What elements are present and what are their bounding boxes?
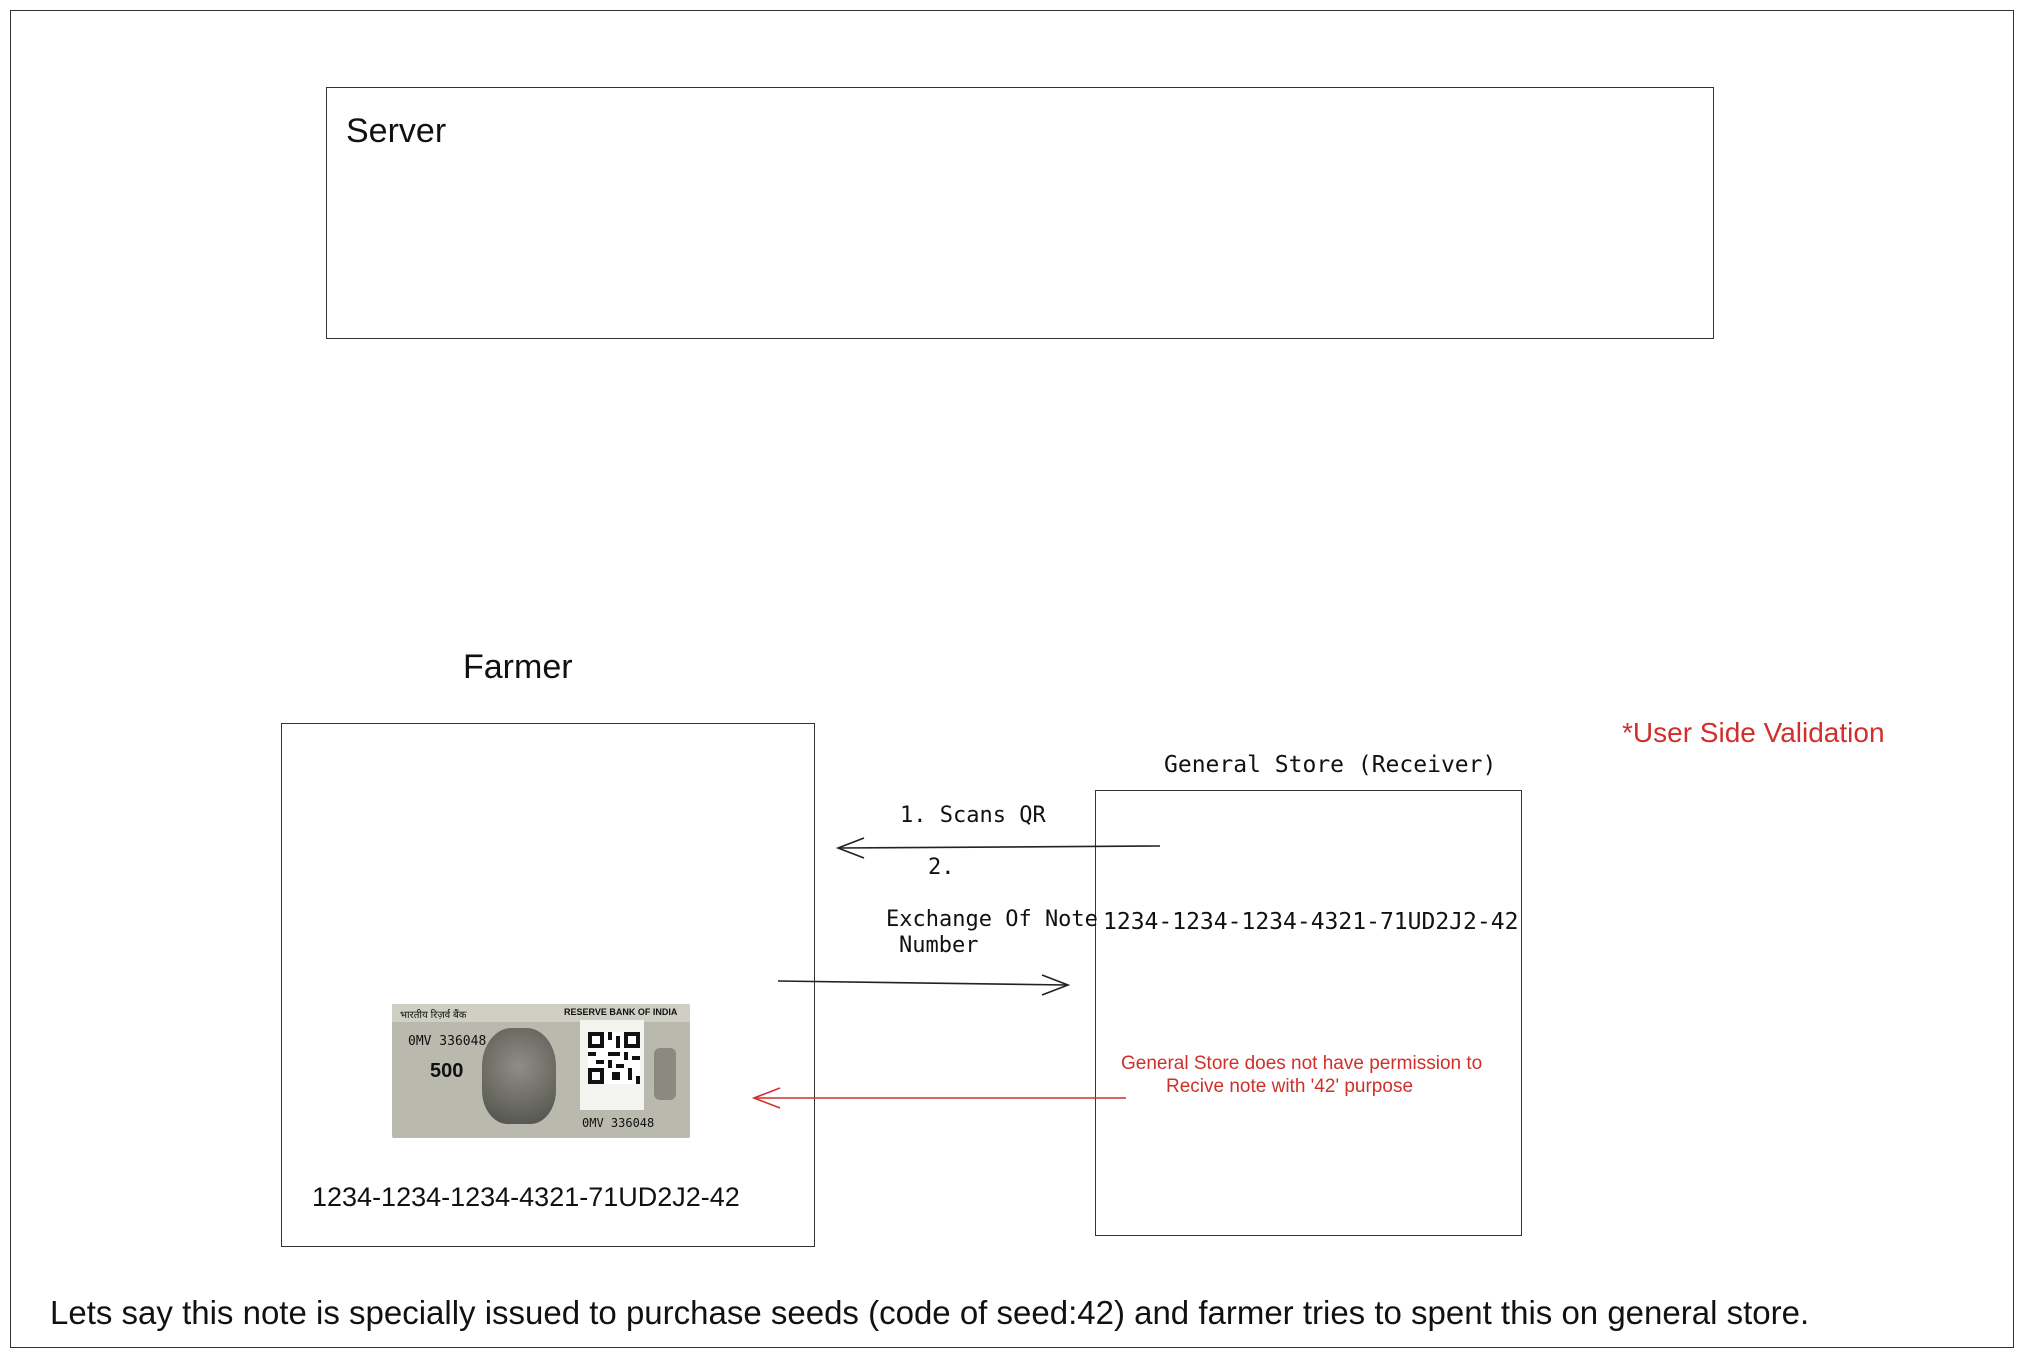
exchange-arrow [777,974,1071,996]
farmer-box [281,723,815,1247]
banknote-serial-bottom: 0MV 336048 [582,1116,655,1130]
diagram-frame [10,10,2014,1348]
store-title: General Store (Receiver) [1164,752,1497,778]
store-box [1095,790,1522,1236]
error-message-line1: General Store does not have permission t… [1121,1053,1483,1074]
step2-number: 2. [928,855,955,880]
store-note-number: 1234-1234-1234-4321-71UD2J2-42 [1103,909,1519,935]
banknote-portrait [482,1028,556,1124]
banknote-image: भारतीय रिज़र्व बैंक RESERVE BANK OF INDI… [392,1004,690,1138]
farmer-title: Farmer [463,648,573,686]
banknote-denomination: 500 [430,1060,464,1082]
rejection-arrow [751,1087,1126,1109]
banknote-serial-top: 0MV 336048 [408,1034,487,1049]
error-message-line2: Recive note with '42' purpose [1166,1076,1414,1097]
scan-qr-arrow [835,837,1161,859]
banknote-top-band [392,1004,690,1022]
step2-label-line1: Exchange Of Note [886,907,1098,932]
qr-code-icon [588,1032,640,1084]
banknote-bank-name: RESERVE BANK OF INDIA [564,1007,678,1017]
step2-label-line2: Number [899,933,979,958]
caption: Lets say this note is specially issued t… [50,1294,1810,1331]
validation-label: *User Side Validation [1622,717,1885,748]
banknote-hindi-text: भारतीय रिज़र्व बैंक [400,1010,467,1021]
banknote-emblem [654,1048,676,1100]
server-box [326,87,1714,339]
farmer-note-number: 1234-1234-1234-4321-71UD2J2-42 [312,1182,740,1212]
server-title: Server [346,112,447,150]
step1-label: 1. Scans QR [900,803,1046,828]
